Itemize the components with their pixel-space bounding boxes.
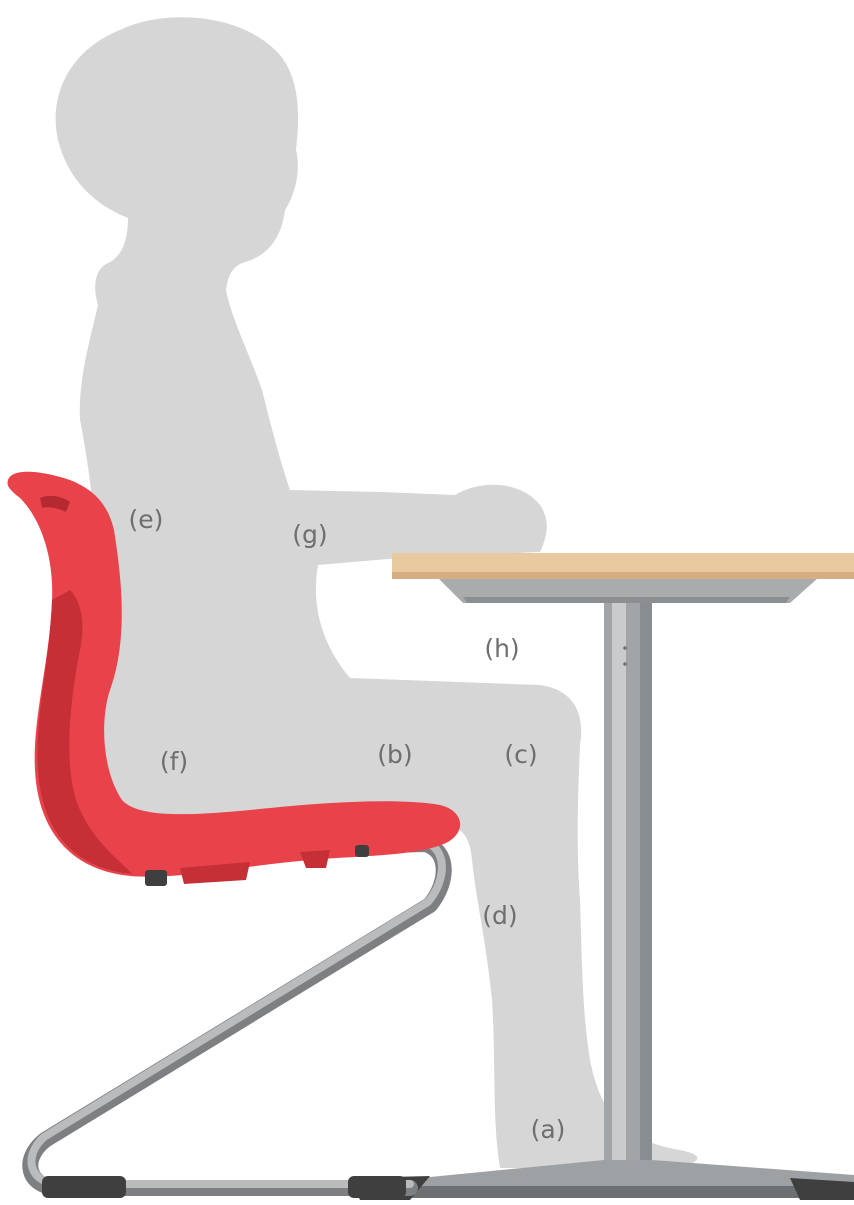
chair-frame-tube-highlight <box>31 842 441 1184</box>
desk-leg-shadow <box>640 603 652 1163</box>
desk-leg-highlight <box>612 603 626 1163</box>
chair-glide <box>348 1176 406 1198</box>
desk-leg-rivet <box>623 662 627 666</box>
label-h: (h) <box>484 634 519 663</box>
chair-under-clip <box>145 870 167 886</box>
label-g: (g) <box>292 520 327 549</box>
label-f: (f) <box>160 747 188 776</box>
label-e: (e) <box>129 505 164 534</box>
chair-glide <box>42 1176 126 1198</box>
desk-apron-shadow <box>463 597 790 603</box>
label-d: (d) <box>482 901 517 930</box>
desk-top-edge <box>392 572 854 579</box>
chair-under-bracket <box>300 850 330 868</box>
desk-leg-rivet <box>623 646 627 650</box>
desk-foot-shadow <box>410 1186 854 1198</box>
chair-under-clip <box>355 845 369 857</box>
label-b: (b) <box>377 740 412 769</box>
label-a: (a) <box>531 1115 566 1144</box>
chair-frame <box>30 842 443 1198</box>
label-c: (c) <box>504 740 537 769</box>
desk-foot <box>410 1160 854 1190</box>
